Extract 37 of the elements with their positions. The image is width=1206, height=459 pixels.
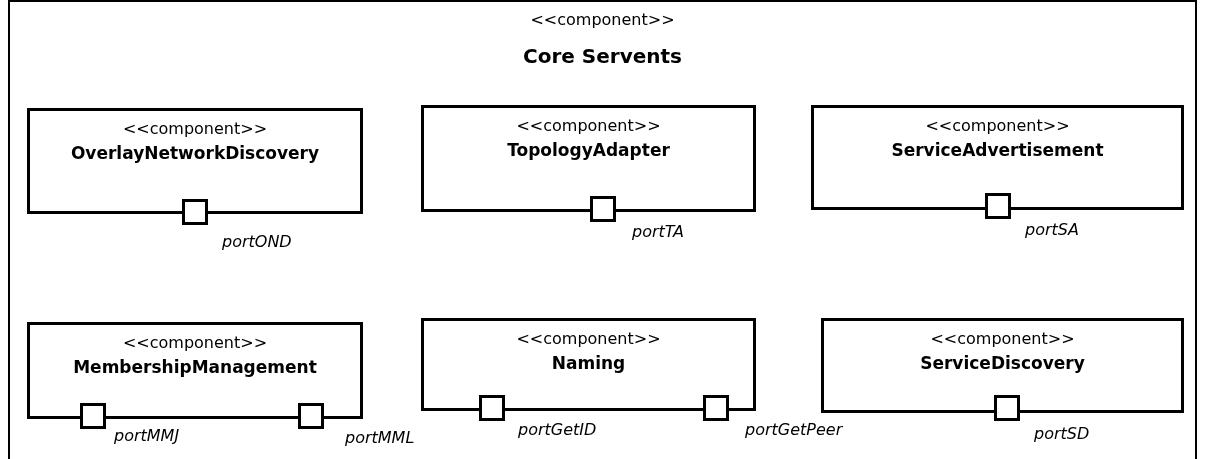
component-name: TopologyAdapter — [506, 140, 671, 160]
component-box — [821, 318, 1184, 413]
component-name: ServiceDiscovery — [919, 353, 1086, 373]
component-name: OverlayNetworkDiscovery — [69, 143, 321, 163]
component-name: Naming — [550, 353, 627, 373]
component-box — [27, 108, 363, 214]
stereotype-label: <<component>> — [529, 10, 676, 29]
port-label: portMMJ — [114, 426, 180, 446]
stereotype-label: <<component>> — [515, 116, 662, 135]
stereotype-label: <<component>> — [121, 333, 269, 352]
stereotype-label: <<component>> — [515, 329, 662, 348]
port-label: portSA — [1025, 220, 1079, 240]
stereotype-label: <<component>> — [929, 329, 1076, 348]
port-square — [703, 395, 729, 421]
component-box — [811, 105, 1184, 210]
stereotype-label: <<component>> — [121, 119, 269, 138]
port-label: portTA — [632, 222, 685, 242]
port-square — [80, 403, 106, 429]
port-label: portGetID — [518, 420, 597, 440]
stereotype-label: <<component>> — [924, 116, 1071, 135]
port-square — [479, 395, 505, 421]
port-square — [590, 196, 616, 222]
component-name: MembershipManagement — [72, 357, 318, 377]
port-square — [994, 395, 1020, 421]
port-label: portMML — [345, 428, 415, 448]
port-square — [985, 193, 1011, 219]
component-box — [421, 105, 756, 212]
component-box — [421, 318, 756, 411]
port-square — [298, 403, 324, 429]
component-box — [27, 322, 363, 419]
component-frame — [8, 0, 1197, 459]
port-label: portSD — [1034, 424, 1090, 444]
port-label: portGetPeer — [745, 420, 843, 440]
port-square — [182, 199, 208, 225]
component-name: Core Servents — [522, 44, 683, 68]
component-name: ServiceAdvertisement — [890, 140, 1105, 160]
port-label: portOND — [222, 232, 292, 252]
